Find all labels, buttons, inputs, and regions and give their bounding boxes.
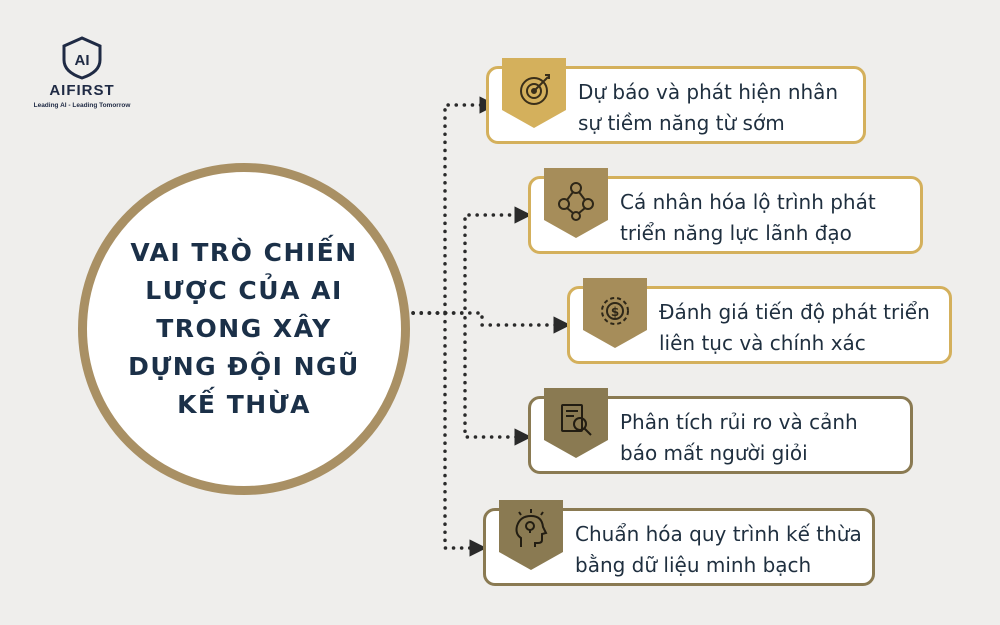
document-search-icon: [561, 404, 592, 436]
target-icon: [520, 74, 550, 105]
brand-logo: AI AIFIRST Leading AI - Leading Tomorrow: [30, 36, 134, 109]
connector-2: [403, 206, 532, 315]
brand-tagline: Leading AI - Leading Tomorrow: [33, 102, 131, 109]
connector-5: [403, 311, 487, 557]
badge-1: [502, 58, 566, 128]
connector-1: [403, 96, 497, 315]
role-text-1: Dự báo và phát hiện nhân sự tiềm năng từ…: [578, 80, 839, 135]
shield-icon: AI: [62, 36, 102, 80]
path-network-icon: [558, 182, 594, 221]
central-topic-title: VAI TRÒ CHIẾN LƯỢC CỦA AI TRONG XÂY DỰNG…: [128, 238, 360, 419]
logo-mark: AI: [75, 52, 90, 69]
badge-5: [499, 500, 563, 570]
role-card-4: Phân tích rủi ro và cảnh báo mất người g…: [528, 388, 913, 474]
role-text-3: Đánh giá tiến độ phát triển liên tục và …: [659, 300, 930, 355]
idea-head-icon: [515, 509, 548, 547]
role-text-4: Phân tích rủi ro và cảnh báo mất người g…: [620, 410, 858, 465]
role-text-5: Chuẩn hóa quy trình kế thừa bằng dữ liệu…: [575, 522, 862, 577]
role-card-1: Dự báo và phát hiện nhân sự tiềm năng từ…: [486, 58, 866, 144]
badge-2: [544, 168, 608, 238]
badge-4: [544, 388, 608, 458]
role-card-3: $ Đánh giá tiến độ phát triển liên tục v…: [567, 278, 952, 364]
svg-text:$: $: [611, 305, 619, 319]
badge-3: $: [583, 278, 647, 348]
brand-name: AIFIRST: [49, 82, 115, 99]
dollar-gear-icon: [601, 297, 629, 325]
connector-3: [403, 311, 571, 334]
central-topic-circle: VAI TRÒ CHIẾN LƯỢC CỦA AI TRONG XÂY DỰNG…: [78, 163, 410, 495]
role-text-2: Cá nhân hóa lộ trình phát triển năng lực…: [620, 190, 876, 245]
role-card-5: Chuẩn hóa quy trình kế thừa bằng dữ liệu…: [483, 500, 875, 586]
connector-4: [403, 311, 532, 446]
role-card-2: Cá nhân hóa lộ trình phát triển năng lực…: [528, 168, 923, 254]
